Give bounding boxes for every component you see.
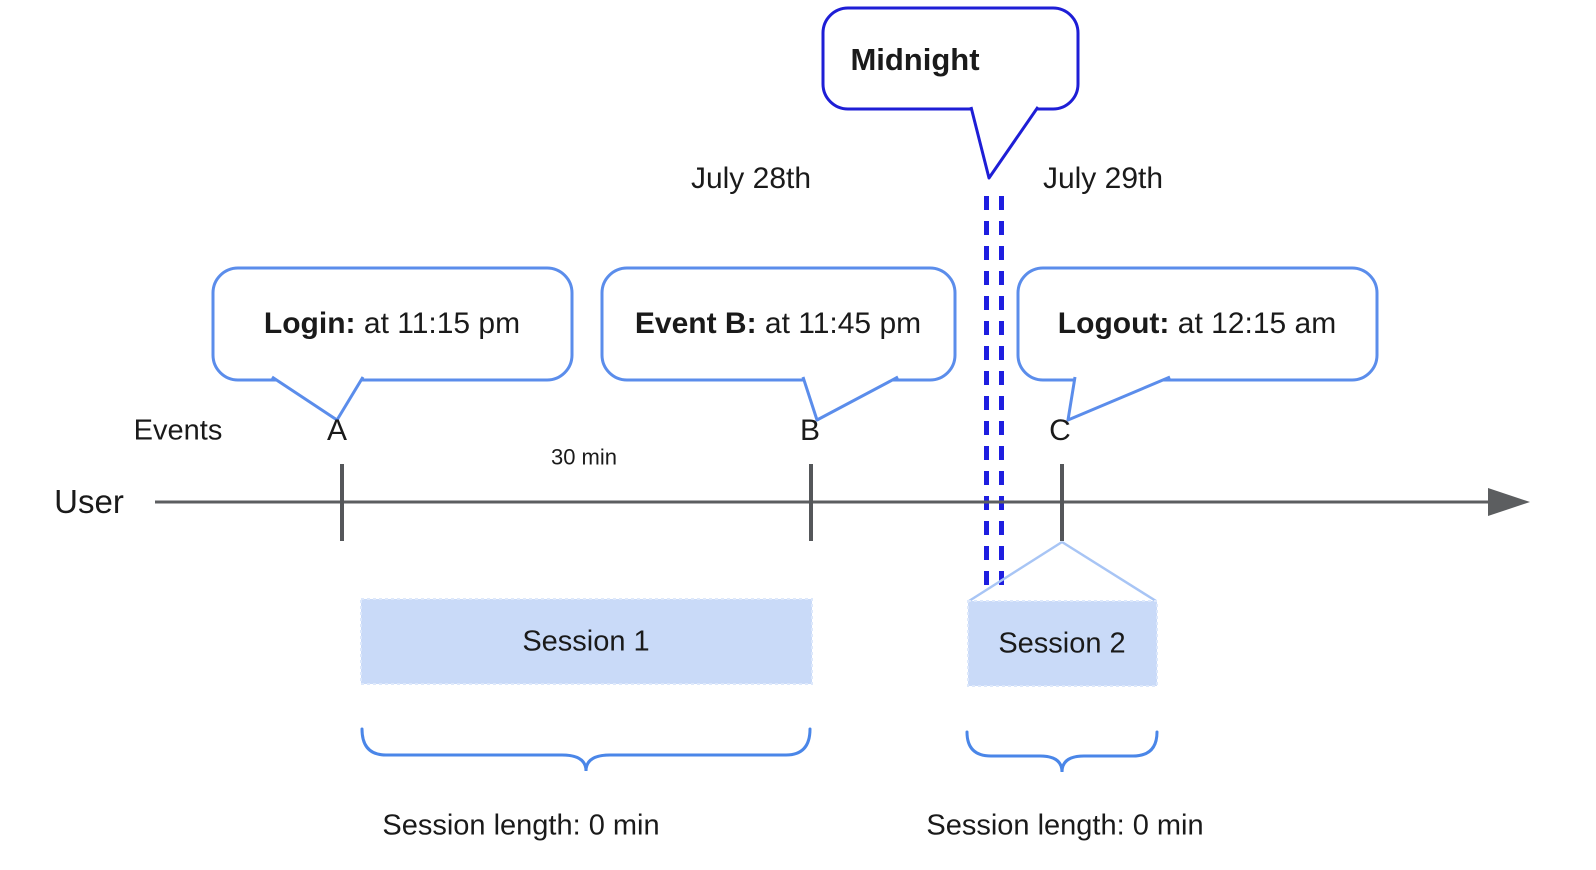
midnight-callout-bubble (821, 6, 1080, 111)
user-row-label: User (54, 483, 124, 521)
logout-callout-text: Logout: at 12:15 am (1058, 307, 1336, 342)
event-b-callout-tail (801, 375, 899, 422)
date-label-july-29: July 29th (1042, 161, 1164, 195)
timeline-arrowhead-icon (1488, 488, 1530, 516)
session1-label: Session 1 (522, 625, 650, 658)
event-mark-c: C (1049, 413, 1071, 447)
event-b-callout-bubble (600, 266, 957, 382)
login-callout-bubble (211, 266, 574, 382)
events-row-label: Events (133, 414, 223, 447)
session2-length-label: Session length: 0 min (926, 809, 1204, 842)
logout-callout-label: Logout: (1057, 306, 1170, 340)
interval-label-30-min: 30 min (550, 444, 618, 470)
date-label-july-28: July 28th (690, 161, 812, 195)
login-callout-time: at 11:15 pm (363, 306, 521, 340)
session1-length-brace (360, 727, 812, 772)
logout-callout-bubble (1016, 266, 1379, 382)
event-b-callout-time: at 11:45 pm (764, 306, 922, 340)
event-mark-a: A (326, 413, 348, 447)
logout-callout-time: at 12:15 am (1177, 306, 1337, 340)
event-b-callout-label: Event B: (634, 306, 757, 340)
login-callout-label: Login: (263, 306, 356, 340)
session2-connector-right (1061, 540, 1157, 603)
midnight-callout-tail (969, 106, 1040, 180)
login-callout-tail (271, 375, 365, 422)
session2-connector-left (968, 540, 1063, 603)
event-mark-b: B (799, 413, 821, 447)
logout-callout-tail (1066, 375, 1171, 422)
login-callout-text: Login: at 11:15 pm (264, 307, 520, 342)
session2-box (967, 600, 1158, 687)
session1-box (360, 598, 813, 685)
midnight-callout-label: Midnight (850, 42, 980, 78)
event-b-callout-text: Event B: at 11:45 pm (635, 307, 921, 342)
session2-length-brace (965, 730, 1159, 773)
session1-length-label: Session length: 0 min (382, 809, 660, 842)
session2-label: Session 2 (998, 627, 1126, 660)
